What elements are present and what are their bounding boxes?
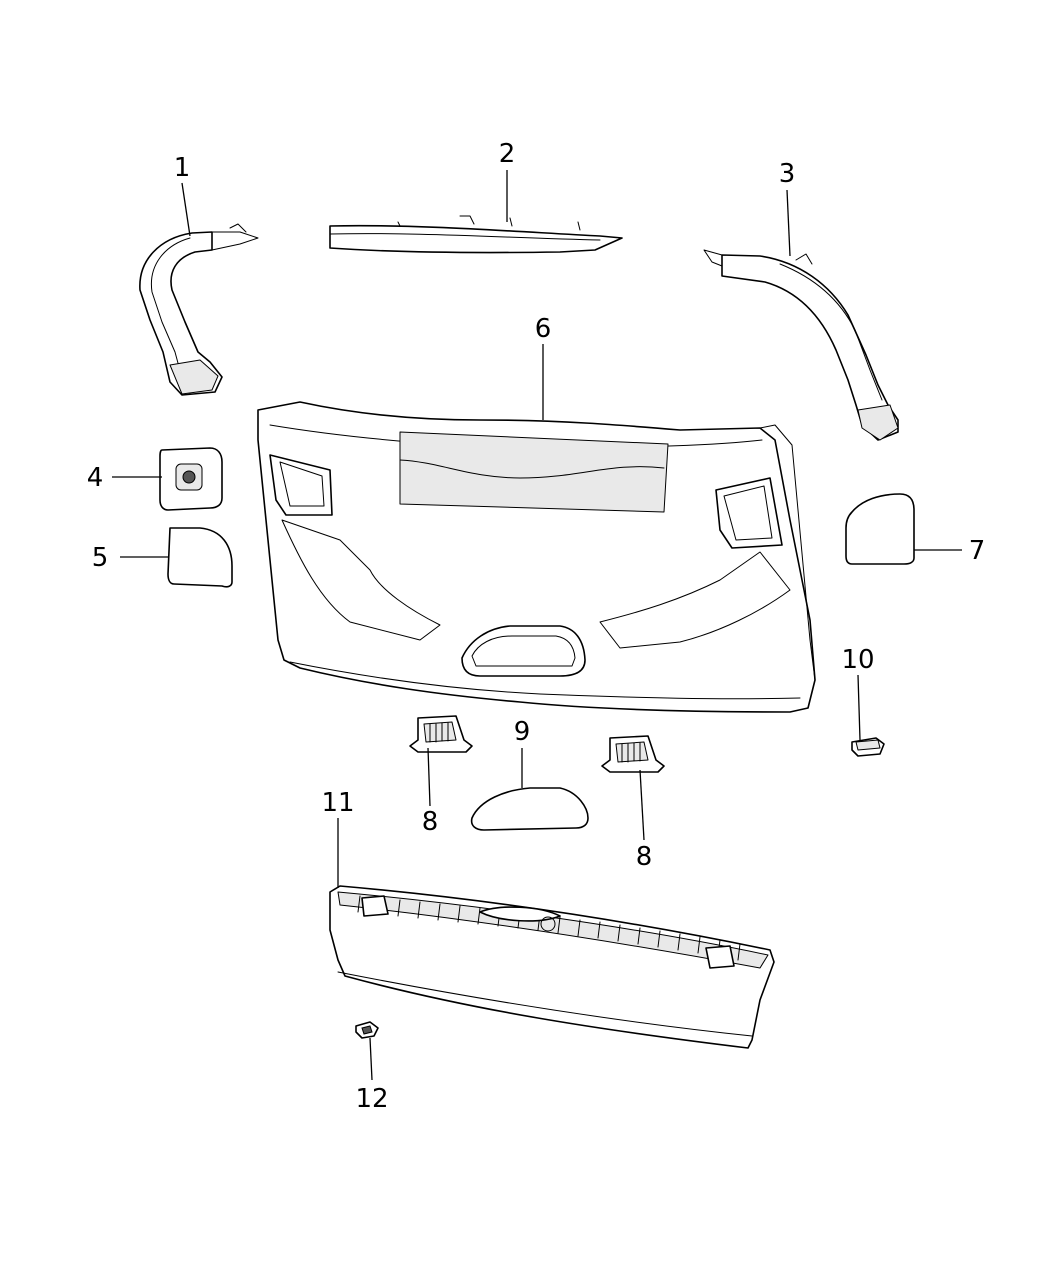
part-8-bracket-right[interactable] — [601, 735, 665, 773]
leader-10 — [857, 674, 861, 741]
callout-8a: 8 — [422, 807, 439, 837]
leader-lines — [112, 170, 962, 1081]
callout-4: 4 — [87, 463, 104, 493]
callout-1: 1 — [174, 153, 191, 183]
callout-12: 12 — [355, 1084, 388, 1114]
part-7-right-cover[interactable] — [845, 493, 915, 565]
callout-9: 9 — [514, 717, 531, 747]
leader-12 — [369, 1037, 373, 1081]
callout-10: 10 — [841, 645, 874, 675]
callout-7: 7 — [969, 536, 986, 566]
leader-1 — [181, 182, 191, 237]
part-4-switch-cover[interactable] — [159, 447, 223, 511]
part-12-clip[interactable] — [355, 1021, 379, 1039]
callout-3: 3 — [779, 159, 796, 189]
part-5-blank-cover[interactable] — [167, 527, 233, 588]
callout-2: 2 — [499, 139, 516, 169]
part-10-fastener[interactable] — [851, 737, 885, 757]
part-11-scuff-plate[interactable] — [329, 885, 775, 1049]
leader-3 — [786, 189, 791, 257]
callout-11: 11 — [321, 788, 354, 818]
part-2-header-trim[interactable] — [329, 215, 623, 254]
part-9-handle-cover[interactable] — [470, 787, 589, 831]
callout-labels: 1 2 3 4 5 6 7 8 8 9 10 11 12 — [87, 139, 986, 1114]
part-8-bracket-left[interactable] — [409, 715, 473, 753]
part-1-left-pillar-trim[interactable] — [139, 223, 259, 396]
leader-8a — [427, 747, 431, 807]
callout-6: 6 — [535, 314, 552, 344]
callout-8b: 8 — [636, 842, 653, 872]
part-3-right-pillar-trim[interactable] — [703, 249, 899, 441]
callout-5: 5 — [92, 543, 109, 573]
part-6-liftgate-panel[interactable] — [257, 401, 816, 713]
leader-8b — [639, 769, 645, 841]
